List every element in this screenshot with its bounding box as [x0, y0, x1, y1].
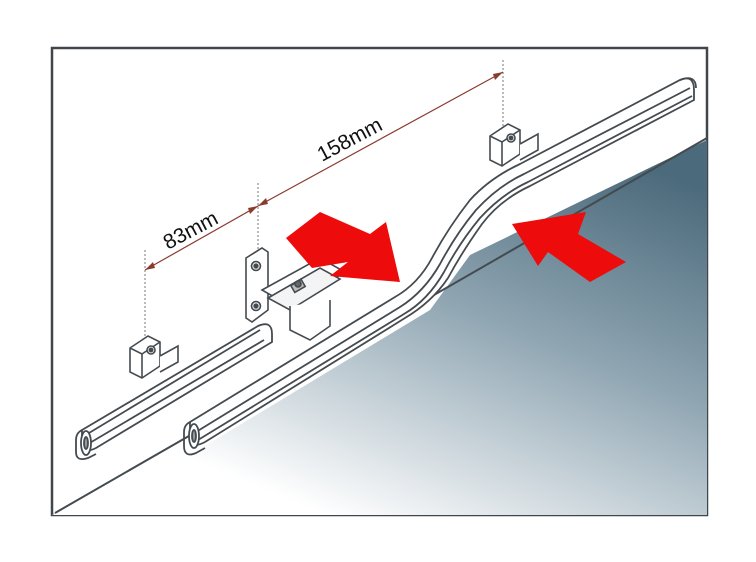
rail-left	[75, 323, 273, 461]
push-arrow-icon	[512, 212, 626, 282]
rail-main-offset	[183, 77, 697, 456]
push-arrow-icon-left	[286, 212, 400, 282]
push-arrow-icon-right	[512, 212, 626, 282]
mounting-bracket-right	[489, 123, 539, 167]
mounting-bracket-left	[129, 335, 179, 379]
extension-lines	[144, 60, 504, 345]
push-arrow-icon	[286, 212, 400, 282]
connector-bracket	[245, 247, 347, 341]
